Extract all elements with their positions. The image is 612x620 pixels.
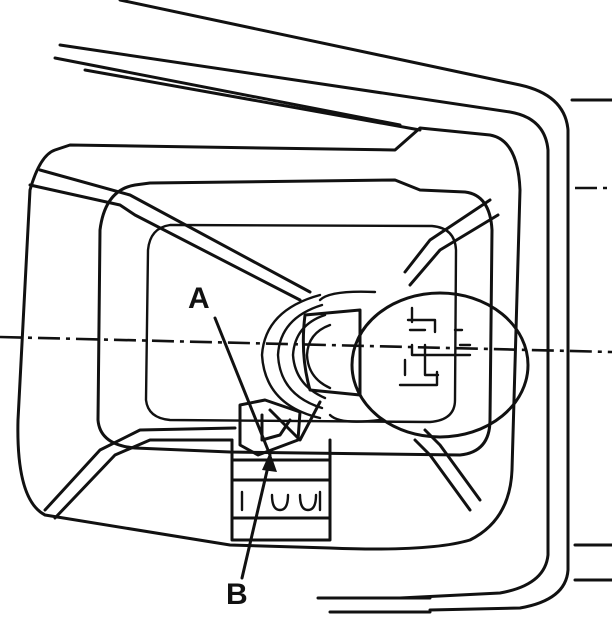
callout-b: B [226,452,277,611]
shift-knob [350,291,530,439]
boot-pleats [28,168,500,520]
clip-assembly [230,398,332,542]
right-edge-lines [570,98,612,582]
callout-a: A [188,282,272,457]
boot-outer-frame [16,126,522,551]
shift-pattern-icon [398,306,472,387]
boot-inner-frame [96,178,494,457]
label-a: A [188,282,210,315]
arrowhead-icon [262,452,277,472]
shift-lever-shaft [301,308,362,397]
center-line [0,335,612,354]
label-b: B [226,578,248,611]
boot-recess [144,223,458,424]
upper-console-edges [53,0,570,614]
